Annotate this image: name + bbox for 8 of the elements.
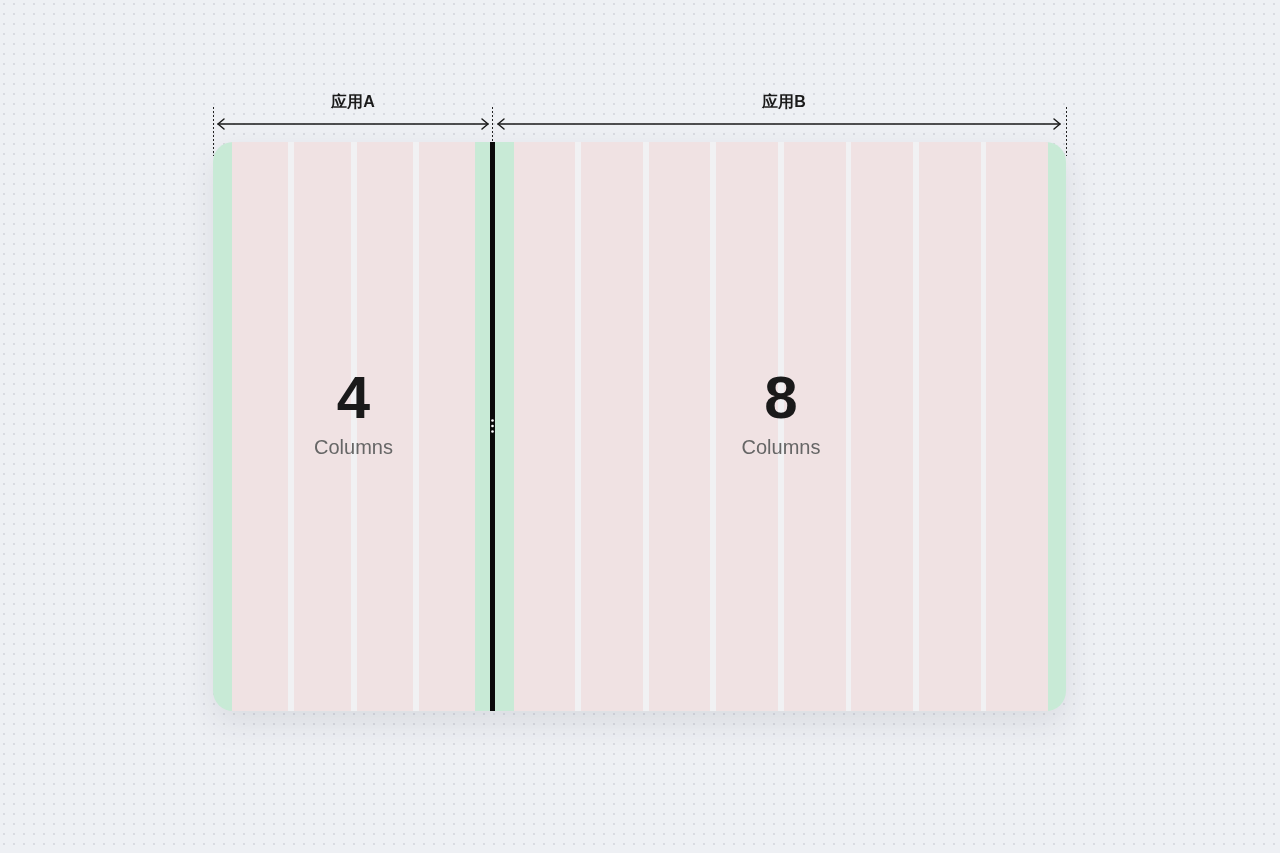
column-grid (514, 142, 1048, 711)
column-label: Columns (314, 437, 393, 457)
column-grid (232, 142, 475, 711)
dimension-label: 应用A (331, 93, 375, 111)
dimension-label: 应用B (762, 93, 806, 111)
column-label: Columns (741, 437, 821, 457)
column-count: 4 (336, 368, 371, 428)
column-count: 8 (764, 368, 798, 428)
